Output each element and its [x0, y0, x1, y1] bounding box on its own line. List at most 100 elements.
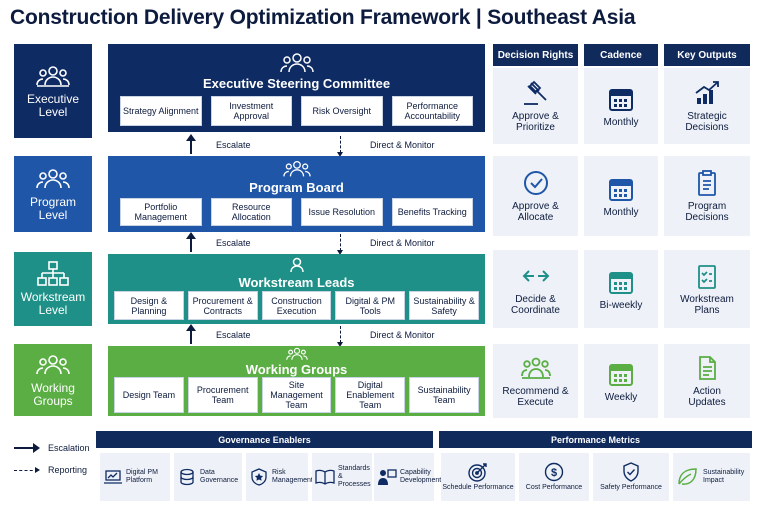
level-label: Executive Level — [26, 92, 80, 119]
output-cell: Workstream Plans — [664, 250, 750, 328]
cadence-label: Bi-weekly — [599, 299, 643, 311]
calendar-icon — [609, 88, 633, 111]
metric-item[interactable]: $ Cost Performance — [519, 453, 589, 501]
group-icon — [285, 347, 308, 360]
level-label: Program Level — [29, 195, 76, 222]
tier-title: Program Board — [249, 180, 344, 195]
role-box[interactable]: Digital & PM Tools — [335, 291, 406, 320]
metric-item[interactable]: Sustainability Impact — [673, 453, 750, 501]
escalate-label: Escalate — [216, 140, 251, 150]
calendar-icon — [609, 363, 633, 386]
level-working-groups[interactable]: Working Groups — [14, 344, 92, 416]
svg-text:$: $ — [551, 467, 557, 479]
decision-label: Approve & Allocate — [512, 201, 559, 223]
column-header-key-outputs: Key Outputs — [664, 44, 750, 66]
escalation-connector: Escalate Direct & Monitor — [108, 134, 485, 157]
role-box[interactable]: Sustainability & Safety — [409, 291, 479, 320]
role-box[interactable]: Resource Allocation — [210, 198, 292, 226]
enabler-item[interactable]: Standards & Processes — [312, 453, 372, 501]
legend-escalation: Escalation — [14, 443, 90, 453]
escalate-arrow — [186, 232, 196, 252]
tier-title: Workstream Leads — [238, 275, 355, 290]
metric-label: Schedule Performance — [442, 484, 514, 491]
book-icon — [315, 469, 335, 485]
enabler-item[interactable]: Digital PM Platform — [100, 453, 170, 501]
level-executive[interactable]: Executive Level — [14, 44, 92, 138]
level-program[interactable]: Program Level — [14, 156, 92, 232]
role-box[interactable]: Risk Oversight — [301, 96, 383, 126]
legend-reporting: Reporting — [14, 465, 87, 475]
calendar-icon — [609, 271, 633, 294]
clipboard-icon — [698, 170, 716, 196]
output-label: Workstream Plans — [680, 294, 734, 316]
dashed-arrow-icon — [14, 466, 40, 473]
output-cell: Action Updates — [664, 344, 750, 418]
calendar-icon — [609, 178, 633, 201]
column-header-decision-rights: Decision Rights — [493, 44, 578, 66]
direct-monitor-label: Direct & Monitor — [370, 238, 435, 248]
direct-monitor-label: Direct & Monitor — [370, 140, 435, 150]
leaf-icon — [678, 468, 697, 485]
role-box[interactable]: Investment Approval — [210, 96, 292, 126]
group-icon — [36, 66, 70, 87]
group-icon — [279, 53, 314, 73]
role-box[interactable]: Design & Planning — [114, 291, 184, 320]
role-box[interactable]: Portfolio Management — [120, 198, 202, 226]
metric-label: Sustainability Impact — [703, 469, 745, 484]
shield-check-icon — [623, 462, 639, 482]
level-workstream[interactable]: Workstream Level — [14, 252, 92, 326]
direct-monitor-label: Direct & Monitor — [370, 330, 435, 340]
cadence-cell: Weekly — [584, 344, 658, 418]
governance-enablers-header: Governance Enablers — [96, 431, 433, 448]
role-box[interactable]: Sustainability Team — [409, 377, 479, 413]
metric-item[interactable]: Safety Performance — [593, 453, 669, 501]
escalation-connector: Escalate Direct & Monitor — [108, 232, 485, 255]
role-box[interactable]: Site Management Team — [261, 377, 332, 413]
cadence-label: Monthly — [603, 116, 639, 128]
decision-cell: Decide & Coordinate — [493, 250, 578, 328]
checklist-icon — [698, 265, 716, 289]
enabler-item[interactable]: Risk Management — [246, 453, 313, 501]
performance-metrics-header: Performance Metrics — [439, 431, 752, 448]
cadence-label: Monthly — [603, 206, 639, 218]
role-box[interactable]: Issue Resolution — [301, 198, 383, 226]
legend-reporting-label: Reporting — [48, 465, 88, 475]
group-icon — [36, 355, 70, 375]
decision-cell: Recommend & Execute — [493, 344, 578, 418]
tier-program-board[interactable]: Program Board Portfolio Management Resou… — [108, 156, 485, 232]
enabler-item[interactable]: Capability Development — [374, 453, 441, 501]
escalate-arrow — [186, 324, 196, 344]
level-label: Workstream Level — [20, 290, 86, 317]
level-label: Working Groups — [31, 381, 75, 408]
check-circle-icon — [523, 171, 548, 195]
role-box[interactable]: Design Team — [114, 377, 184, 413]
role-box[interactable]: Construction Execution — [261, 291, 332, 320]
tier-workstream-leads[interactable]: Workstream Leads Design & Planning Procu… — [108, 254, 485, 324]
enabler-label: Data Governance — [200, 469, 239, 484]
team-icon — [520, 357, 551, 379]
enabler-label: Capability Development — [400, 469, 442, 484]
role-box[interactable]: Procurement & Contracts — [187, 291, 258, 320]
role-box[interactable]: Strategy Alignment — [120, 96, 202, 126]
database-icon — [180, 468, 194, 486]
rising-chart-icon — [695, 81, 719, 104]
metric-label: Safety Performance — [600, 484, 662, 491]
role-box[interactable]: Performance Accountability — [391, 96, 473, 126]
tier-title: Working Groups — [245, 362, 348, 377]
cadence-label: Weekly — [604, 391, 638, 403]
tier-executive-steering-committee[interactable]: Executive Steering Committee Strategy Al… — [108, 44, 485, 132]
output-label: Action Updates — [688, 386, 726, 408]
role-box[interactable]: Digital Enablement Team — [335, 377, 406, 413]
enabler-label: Risk Management — [272, 469, 313, 484]
group-icon — [36, 169, 70, 189]
solid-arrow-icon — [14, 443, 40, 453]
tier-working-groups[interactable]: Working Groups Design Team Procurement T… — [108, 346, 485, 416]
org-chart-icon — [37, 261, 69, 286]
gavel-icon — [523, 80, 547, 105]
enabler-item[interactable]: Data Governance — [174, 453, 242, 501]
cadence-cell: Monthly — [584, 156, 658, 236]
escalate-label: Escalate — [216, 238, 251, 248]
metric-item[interactable]: Schedule Performance — [441, 453, 515, 501]
role-box[interactable]: Benefits Tracking — [391, 198, 473, 226]
role-box[interactable]: Procurement Team — [187, 377, 258, 413]
